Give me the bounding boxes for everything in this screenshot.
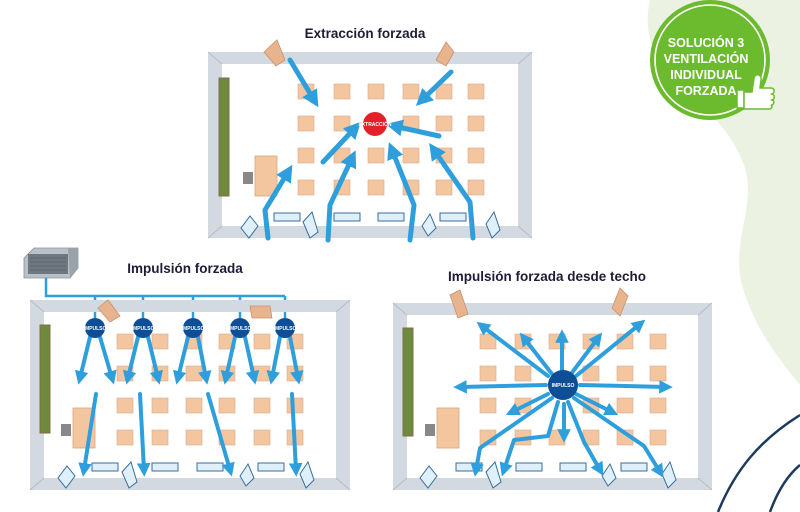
chalkboard [39, 324, 51, 434]
airflow-arrows [262, 57, 476, 243]
decorative-curve [768, 464, 800, 512]
windows [419, 460, 677, 489]
room-walls [208, 52, 532, 238]
desk-grid [116, 333, 304, 446]
chalkboard [402, 327, 414, 437]
room-extraccion: Extracción forzada [207, 26, 533, 243]
teacher-desk [436, 407, 460, 449]
door [263, 39, 286, 67]
extractor-unit: EXTRACCIÓN [358, 112, 392, 136]
badge-line: SOLUCIÓN 3 [668, 35, 744, 50]
impulse-label: IMPULSO [182, 326, 205, 332]
supply-duct [44, 278, 285, 298]
airflow-arrows [453, 319, 673, 478]
door [449, 289, 469, 319]
extractor-label: EXTRACCIÓN [358, 120, 391, 128]
windows [57, 460, 315, 489]
impulse-label: IMPULSO [274, 326, 297, 332]
panel-title: Extracción forzada [305, 26, 426, 41]
impulse-units: IMPULSO IMPULSO IMPULSO IMPULSO IMPULSO [84, 318, 297, 338]
room-impulsion-techo: Impulsión forzada desde techo [392, 269, 713, 491]
chalkboard [218, 77, 230, 197]
chair [243, 172, 253, 184]
teacher-desk [254, 155, 278, 197]
badge-line: FORZADA [675, 84, 736, 98]
chair [425, 424, 435, 436]
badge-line: VENTILACIÓN [664, 51, 749, 66]
door [249, 305, 273, 319]
ac-unit-icon [23, 247, 79, 279]
thumbs-up-icon [736, 74, 775, 110]
impulse-label: IMPULSO [84, 326, 107, 332]
ceiling-impulse-unit: IMPULSO [548, 370, 578, 400]
panel-title: Impulsión forzada [127, 261, 243, 276]
impulse-label: IMPULSO [132, 326, 155, 332]
room-impulsion: Impulsión forzada [23, 247, 351, 491]
badge-line: INDIVIDUAL [670, 68, 742, 82]
chair [61, 424, 71, 436]
windows [240, 210, 501, 239]
desk-grid [297, 83, 485, 196]
impulse-label: IMPULSO [552, 383, 575, 389]
door [97, 299, 121, 323]
airflow-arrows [75, 335, 304, 477]
door [611, 287, 629, 317]
door [435, 41, 455, 67]
decorative-curve [716, 413, 800, 512]
impulse-label: IMPULSO [229, 326, 252, 332]
panel-title: Impulsión forzada desde techo [448, 269, 646, 284]
